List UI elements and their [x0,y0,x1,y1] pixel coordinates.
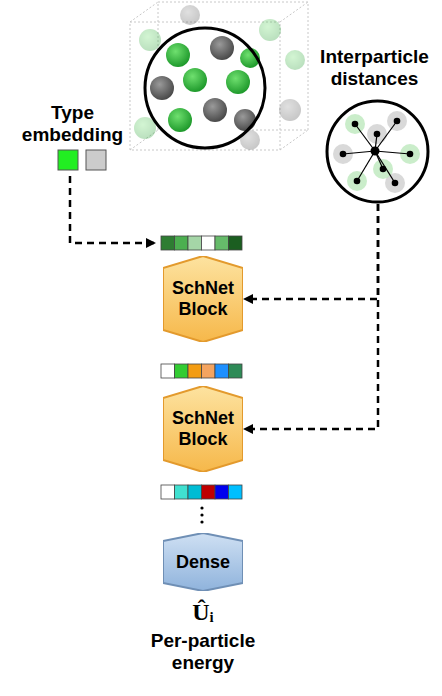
schnet-block: SchNet Block [163,386,243,472]
block-label: SchNet Block [166,278,240,320]
output-label: Per-particle energy [132,630,274,674]
block-label: SchNet Block [166,408,240,450]
ellipsis-dots [200,506,203,523]
particle-cutout [145,28,265,148]
feature-vector [161,364,242,378]
distance-node: Interparticle distances [307,46,442,204]
schnet-block: SchNet Block [163,256,243,342]
distance-arrow [245,204,378,299]
type-square [58,150,78,170]
block-label: Dense [166,552,240,573]
feature-vector [161,236,242,250]
output-symbol: Ûᵢ [162,598,244,626]
faint-particles [134,5,305,150]
input-label: Type embedding [10,102,135,146]
embedding-arrow [70,176,154,243]
node-heading: Interparticle distances [307,46,442,90]
type-square [86,150,106,170]
dense-layer: Dense [163,533,243,591]
distance-arrow [245,204,378,429]
feature-vector [161,485,242,499]
simulation-box [130,2,308,150]
distance-circle [325,99,430,204]
